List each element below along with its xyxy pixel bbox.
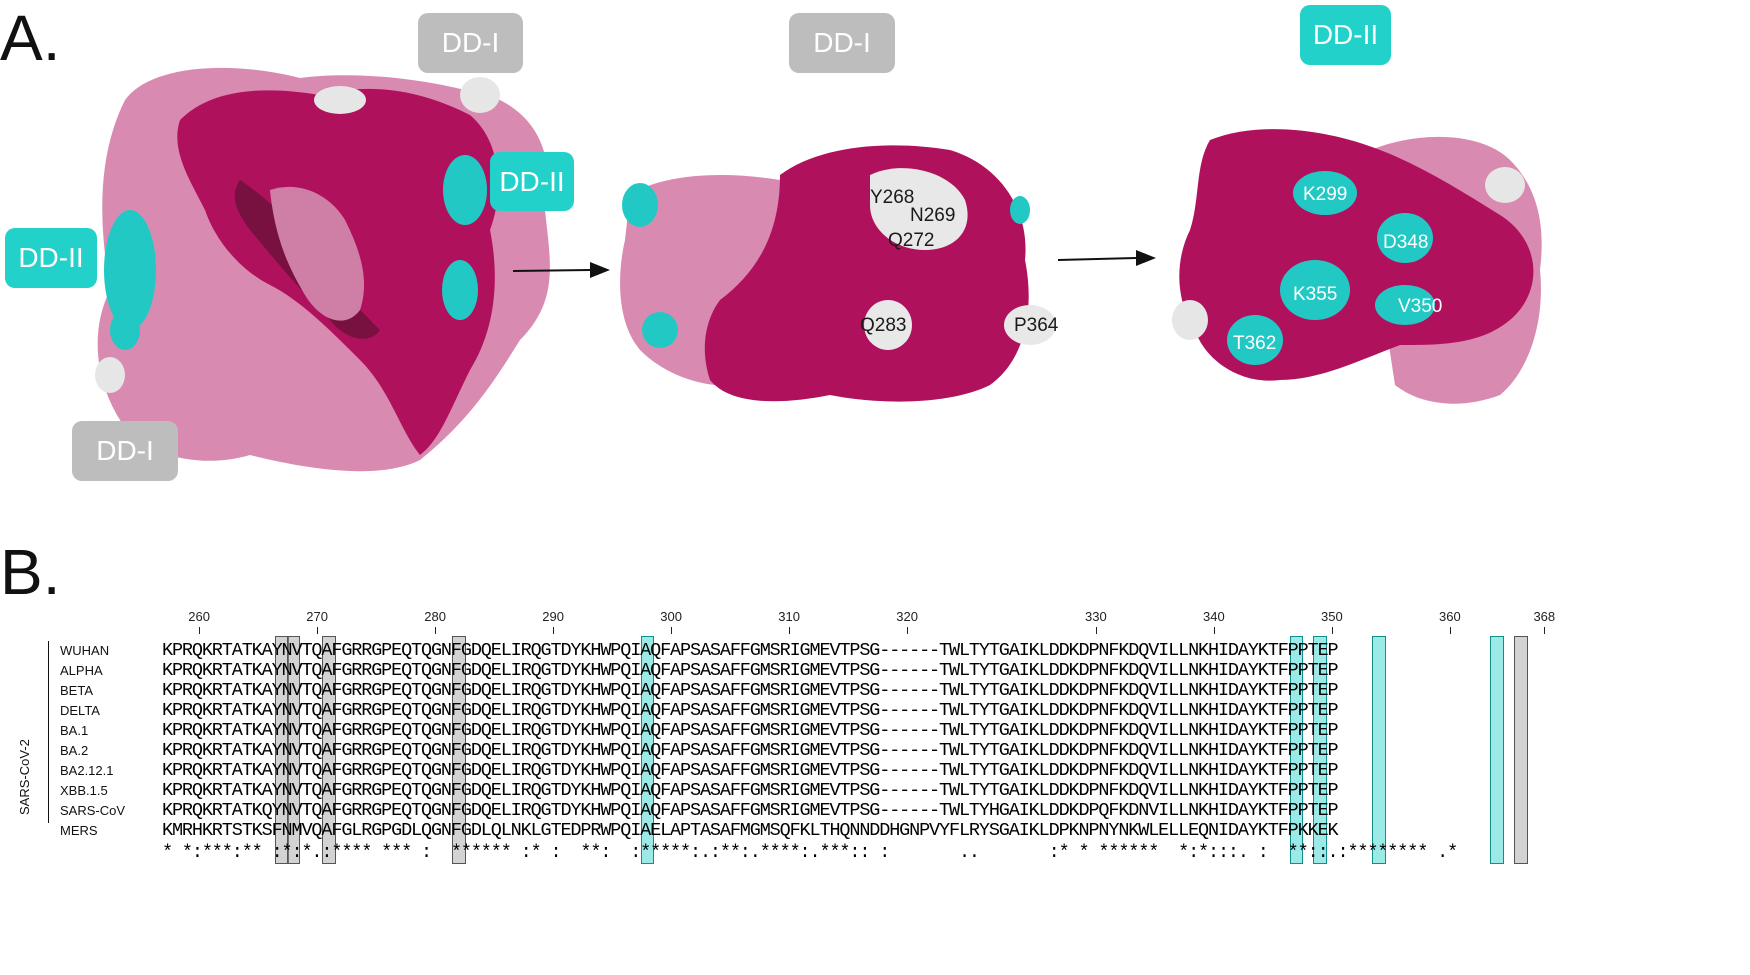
sequence-row: KPRQKRTATKAYNVTQAFGRRGPEQTQGNFGDQELIRQGT…: [162, 740, 1339, 761]
ruler-tick: [907, 627, 909, 634]
sequence-row: KPRQKRTATKQYNVTQAFGRRGPEQTQGNFGDQELIRQGT…: [162, 800, 1339, 821]
ruler-tick-label: 350: [1321, 609, 1343, 624]
residue-label: V350: [1398, 296, 1443, 317]
residue-label: N269: [910, 205, 956, 226]
sequence-row: KMRHKRTSTKSFNMVQAFGLRGPGDLQGNFGDLQLNKLGT…: [162, 820, 1339, 841]
ruler-tick-label: 320: [896, 609, 918, 624]
ruler-tick-label: 330: [1085, 609, 1107, 624]
residue-label: Y268: [870, 187, 915, 208]
ruler-tick-label: 280: [424, 609, 446, 624]
grey-column-highlight: [286, 636, 301, 864]
ruler-tick-label: 300: [660, 609, 682, 624]
view1-tag-bottom: DD-I: [72, 421, 178, 481]
view1-tag-left: DD-II: [5, 228, 97, 288]
view3-tag: DD-II: [1300, 5, 1391, 65]
dd1-face-view: [620, 145, 1056, 402]
ruler-tick: [317, 627, 319, 634]
ruler-tick: [1544, 627, 1546, 634]
dimer-light-lobe: [270, 186, 365, 321]
teal-column-highlight: [1372, 636, 1386, 864]
sequence-name: XBB.1.5: [60, 783, 108, 798]
view2-tag: DD-I: [789, 13, 895, 73]
ruler-tick: [553, 627, 555, 634]
grey-column-highlight: [451, 636, 466, 864]
view1-tag-top: DD-I: [418, 13, 523, 73]
residue-label: P364: [1014, 315, 1059, 336]
dimer-surface-view: [95, 67, 550, 472]
residue-label: T362: [1233, 333, 1277, 354]
ruler-tick: [1331, 627, 1333, 634]
sequence-name: SARS-CoV: [60, 803, 126, 818]
dd2-dark-region: [1179, 129, 1534, 381]
sequence-name: ALPHA: [60, 663, 103, 678]
sequence-row: KPRQKRTATKAYNVTQAFGRRGPEQTQGNFGDQELIRQGT…: [162, 760, 1339, 781]
sequence-row: KPRQKRTATKAYNVTQAFGRRGPEQTQGNFGDQELIRQGT…: [162, 680, 1339, 701]
arrow-1: [512, 262, 610, 278]
teal-column-highlight: [640, 636, 655, 864]
sequence-row: KPRQKRTATKAYNVTQAFGRRGPEQTQGNFGDQELIRQGT…: [162, 720, 1339, 741]
ruler-tick: [435, 627, 437, 634]
ruler-tick-label: 340: [1203, 609, 1225, 624]
panel-b-letter: B.: [0, 536, 61, 608]
residue-label: D348: [1383, 232, 1429, 253]
teal-column-highlight: [1289, 636, 1304, 864]
dd2-face-view: [1172, 129, 1542, 404]
sequence-name: BA.1: [60, 723, 89, 738]
ruler-tick-label: 260: [188, 609, 210, 624]
ruler-tick-label: 290: [542, 609, 564, 624]
ruler-tick-label: 368: [1533, 609, 1556, 624]
ruler-tick: [199, 627, 201, 634]
sequence-row: KPRQKRTATKAYNVTQAFGRRGPEQTQGNFGDQELIRQGT…: [162, 780, 1339, 801]
ruler-tick: [671, 627, 673, 634]
consensus-line: * *:***:** :*:*.:**** *** : ****** :* : …: [162, 842, 1458, 863]
sequence-row: KPRQKRTATKAYNVTQAFGRRGPEQTQGNFGDQELIRQGT…: [162, 700, 1339, 721]
grey-column-highlight: [1513, 636, 1528, 864]
teal-column-highlight: [1490, 636, 1504, 864]
sequence-row: KPRQKRTATKAYNVTQAFGRRGPEQTQGNFGDQELIRQGT…: [162, 660, 1339, 681]
ruler-tick: [1449, 627, 1451, 634]
group-bracket: [48, 641, 49, 823]
ruler-tick: [1213, 627, 1215, 634]
sequence-name: BA.2: [60, 743, 89, 758]
sequence-name: DELTA: [60, 703, 100, 718]
ruler-tick: [789, 627, 791, 634]
ruler-tick-label: 310: [778, 609, 800, 624]
sequence-row: KPRQKRTATKAYNVTQAFGRRGPEQTQGNFGDQELIRQGT…: [162, 640, 1339, 661]
grey-column-highlight: [322, 636, 336, 864]
sequence-name: WUHAN: [60, 643, 110, 658]
residue-label: Q272: [888, 230, 935, 251]
sequence-name: BETA: [60, 683, 93, 698]
group-label: SARS-CoV-2: [17, 739, 32, 815]
residue-label: K299: [1303, 184, 1348, 205]
residue-label: Q283: [860, 315, 907, 336]
sequence-name: MERS: [60, 823, 98, 838]
ruler-tick-label: 360: [1439, 609, 1461, 624]
protein-surface-illustration: [95, 67, 1542, 472]
grey-column-highlight: [274, 636, 289, 864]
ruler-tick: [1095, 627, 1097, 634]
panel-a-letter: A.: [0, 2, 61, 74]
view1-tag-right: DD-II: [490, 152, 574, 211]
ruler-tick-label: 270: [306, 609, 328, 624]
sequence-name: BA2.12.1: [60, 763, 114, 778]
residue-label: K355: [1293, 284, 1338, 305]
teal-column-highlight: [1313, 636, 1327, 864]
arrow-2: [1057, 250, 1156, 266]
